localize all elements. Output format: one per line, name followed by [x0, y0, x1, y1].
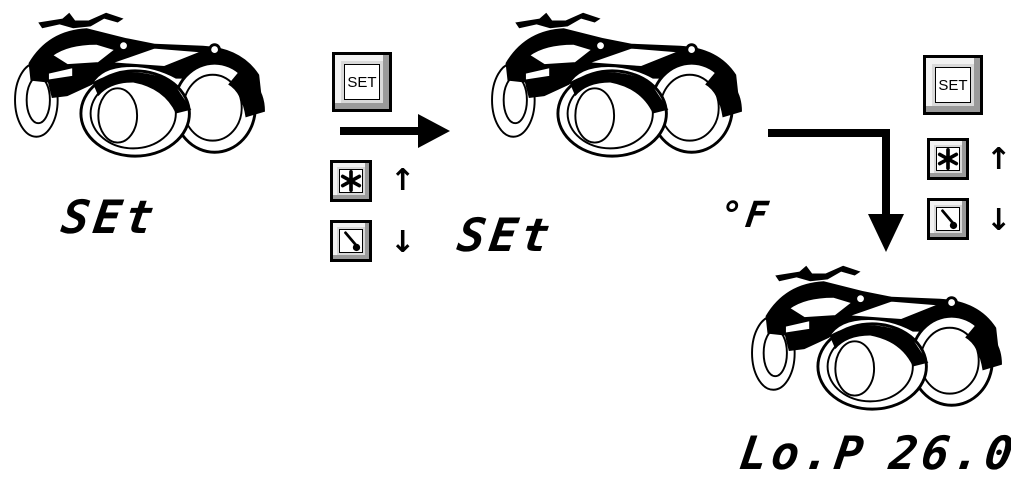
snowflake-icon: [936, 147, 960, 171]
arrow-step1-to-step2: [340, 114, 450, 148]
thermometer-icon: [339, 229, 363, 253]
set-button-2[interactable]: SET: [923, 55, 983, 115]
up-arrow-1: ↑: [390, 163, 416, 198]
down-key-1[interactable]: [330, 220, 372, 262]
set-button-2-label: SET: [935, 67, 971, 103]
down-arrow-1: ↓: [390, 225, 416, 260]
arrow-step2-to-step3: [768, 129, 904, 252]
thermometer-icon: [936, 207, 960, 231]
up-key-2[interactable]: [927, 138, 969, 180]
set-button-1[interactable]: SET: [332, 52, 392, 112]
up-arrow-2: ↑: [986, 142, 1011, 177]
down-key-2[interactable]: [927, 198, 969, 240]
up-key-1[interactable]: [330, 160, 372, 202]
set-button-1-label: SET: [344, 64, 380, 100]
snowflake-icon: [339, 169, 363, 193]
down-arrow-2: ↓: [986, 203, 1011, 238]
